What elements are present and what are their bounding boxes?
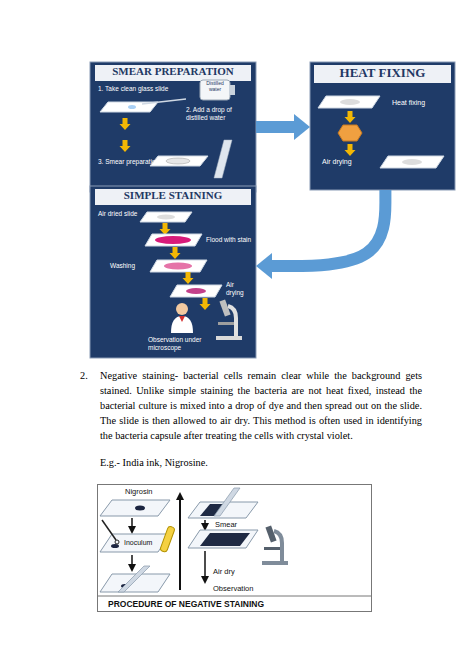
step-label: Flood with stain (206, 236, 252, 244)
step-label: Air dried slide (98, 210, 138, 218)
figure-box: NigrosinInoculum SmearAir dryObservationP… (97, 484, 372, 612)
panel-heading: SMEAR PREPARATION (95, 65, 251, 78)
bottle-label: Distilled water (201, 81, 229, 92)
figure-label: Inoculum (124, 539, 158, 547)
example-note: E.g.- India ink, Nigrosine. (100, 455, 300, 470)
process-panel: HEAT FIXING Heat fixingAir drying (310, 62, 455, 190)
step-label: 3. Smear preparation (98, 158, 160, 166)
arrow-body (256, 121, 294, 133)
panel-heading: SIMPLE STAINING (95, 189, 251, 202)
heat-fixing-panel-art (310, 62, 455, 190)
negative-staining-art (97, 488, 372, 596)
step-label: Observation under microscope (148, 336, 218, 352)
flow-arrow (256, 114, 310, 140)
body-paragraph: Negative staining- bacterial cells remai… (100, 368, 422, 443)
arrow-head (294, 114, 310, 140)
step-label: 1. Take clean glass slide (98, 85, 186, 93)
arrow-body (272, 190, 385, 266)
figure-label: Observation (213, 584, 268, 593)
step-label: Air drying (226, 281, 253, 297)
figure-label: Nigrosin (125, 487, 165, 496)
process-panel: SIMPLE STAINING Air dried slideFlood with… (90, 186, 256, 358)
process-panel: SMEAR PREPARATION 1. Take clean glass sli… (90, 62, 256, 192)
simple-staining-panel-art (90, 186, 256, 358)
step-label: Heat fixing (392, 99, 448, 107)
arrow-head (256, 253, 272, 279)
step-label: 2. Add a drop of distilled water (186, 106, 252, 122)
smear-panel-art (90, 62, 256, 192)
list-number: 2. (80, 368, 98, 383)
figure-caption-band: PROCEDURE OF NEGATIVE STAINING (108, 599, 348, 609)
figure-label: Smear (215, 520, 251, 529)
step-label: Air drying (322, 158, 374, 166)
panel-heading: HEAT FIXING (314, 65, 451, 81)
figure-label: Air dry (213, 567, 253, 576)
step-label: Washing (110, 262, 146, 270)
flow-arrow (256, 190, 385, 279)
